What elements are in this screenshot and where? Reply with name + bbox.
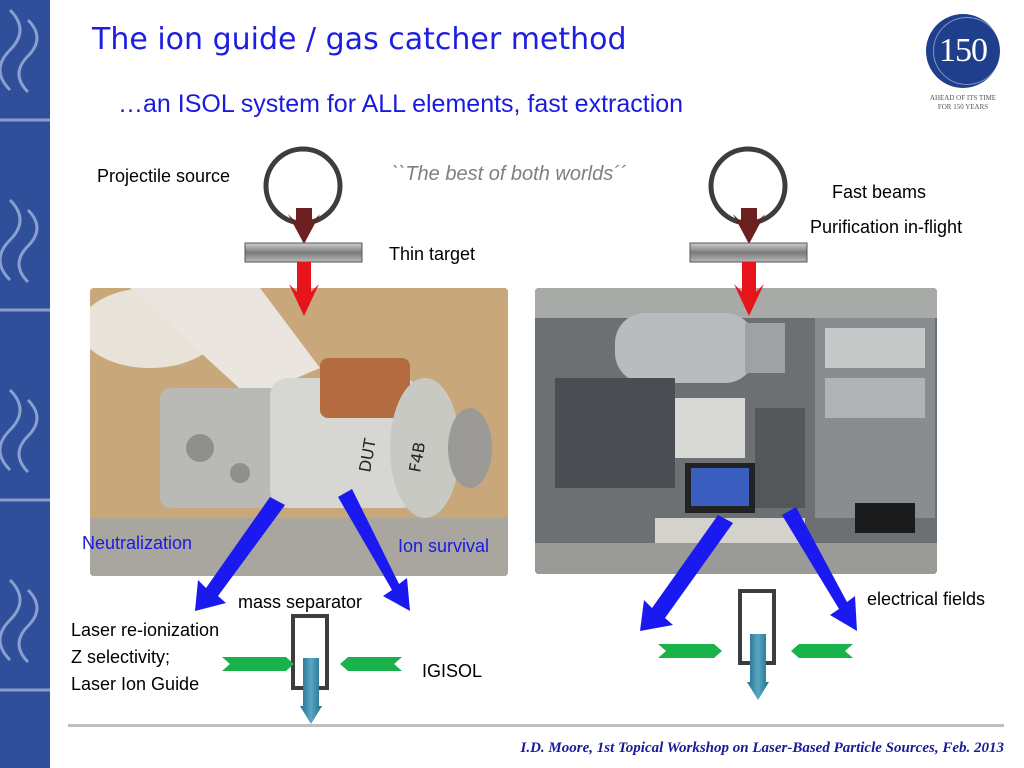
left-ion-survival-arrow-icon [338,489,410,611]
label-laser-ion-guide: Laser Ion Guide [71,674,200,694]
logo-circle: 150 [926,14,1001,88]
anniversary-logo: 150 AHEAD OF ITS TIME FOR 150 YEARS [922,14,1004,116]
right-thin-target-icon [689,242,808,263]
ion-guide-apparatus-illustration: DUT F4B [90,288,508,576]
left-beam-arrow-icon [289,262,319,316]
right-extracted-beam-icon [747,634,769,700]
label-neutralization: Neutralization [82,533,193,553]
label-fast-beams: Fast beams [832,182,927,202]
side-decorative-band [0,0,50,768]
logo-tagline-1: AHEAD OF ITS TIME [929,94,997,102]
best-of-both-worlds-quote: ``The best of both worlds´´ [392,163,627,185]
igisol-facility-illustration [535,288,937,574]
right-projectile-arrow-icon [733,208,765,244]
slide-subtitle: …an ISOL system for ALL elements, fast e… [118,90,684,118]
ion-guide-photo: DUT F4B [90,288,508,576]
label-igisol: IGISOL [422,661,483,681]
right-right-field-arrow-icon [782,507,857,631]
slide-title: The ion guide / gas catcher method [92,22,627,57]
left-laser-right-icon [340,657,402,671]
left-thin-target-icon [244,242,363,263]
right-field-green-left-icon [658,644,722,658]
label-ion-survival: Ion survival [398,536,490,556]
left-projectile-arrow-icon [288,208,320,244]
label-mass-separator: mass separator [238,592,363,612]
label-z-selectivity: Z selectivity; [71,647,171,667]
label-electrical-fields: electrical fields [867,589,986,609]
left-neutralization-arrow-icon [195,497,285,611]
svg-text:F4B: F4B [405,440,429,473]
footer-divider [68,724,1004,727]
footer-citation: I.D. Moore, 1st Topical Workshop on Lase… [520,740,1005,756]
igisol-facility-photo [535,288,937,574]
left-laser-left-icon [222,657,294,671]
right-left-field-arrow-icon [640,515,733,631]
logo-tagline-2: FOR 150 YEARS [937,103,989,111]
torch-pattern-icon [0,8,50,692]
left-extracted-beam-icon [300,658,322,724]
label-thin-target: Thin target [389,244,476,264]
right-beam-arrow-icon [734,262,764,316]
label-purification-in-flight: Purification in-flight [810,217,963,237]
label-laser-reionization: Laser re-ionization [71,620,220,640]
label-projectile-source: Projectile source [97,166,231,186]
right-field-green-right-icon [791,644,853,658]
